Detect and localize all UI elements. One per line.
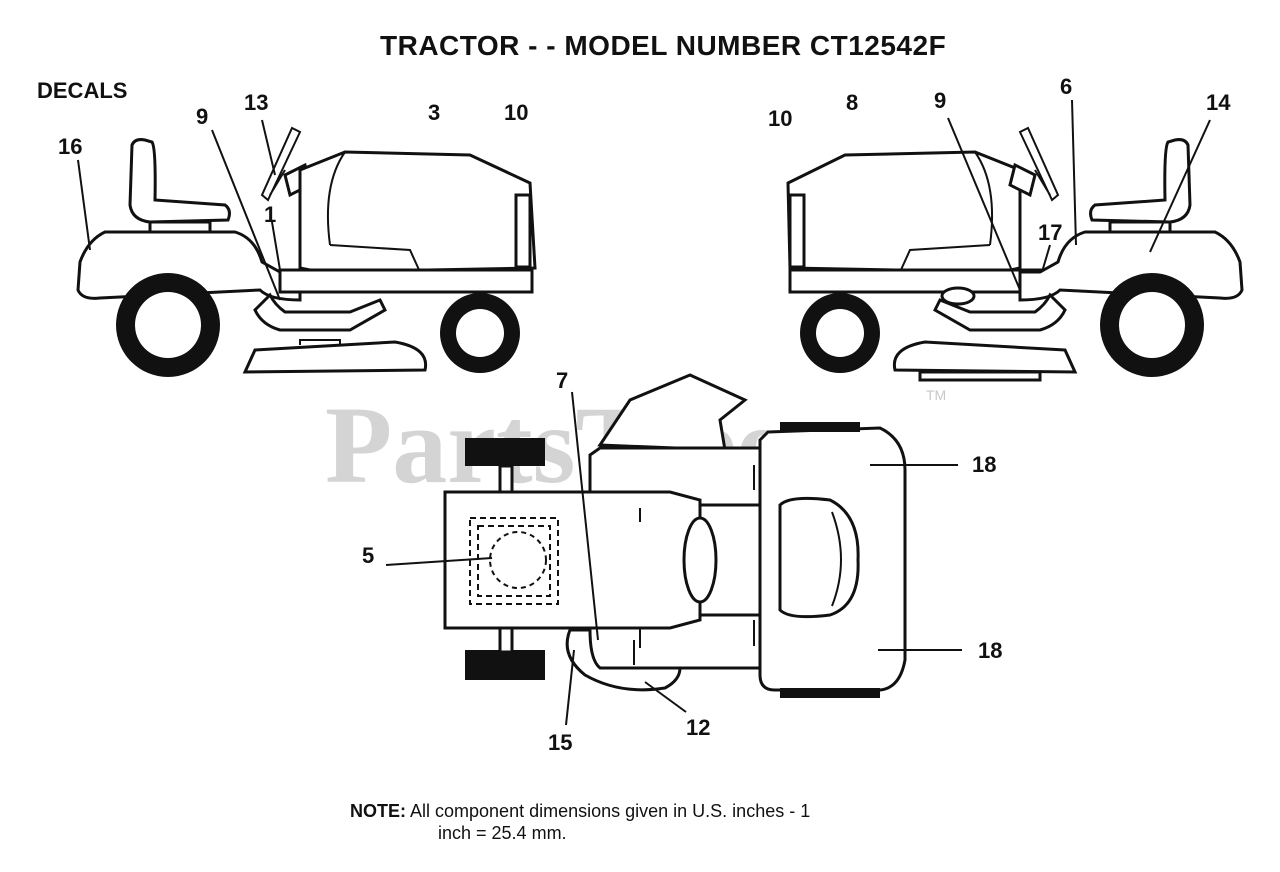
section-label: DECALS <box>37 78 128 103</box>
callout-9-left: 9 <box>196 104 208 129</box>
leader-17 <box>1041 244 1051 273</box>
callout-14: 14 <box>1206 90 1231 115</box>
leader-13 <box>261 119 276 176</box>
callout-5: 5 <box>362 543 374 568</box>
note-label: NOTE: <box>350 801 406 821</box>
callout-7: 7 <box>556 368 568 393</box>
top-air-filter-outline <box>489 531 547 589</box>
right-view-leaders <box>947 99 1211 291</box>
top-engine-inner <box>477 525 551 597</box>
callout-1: 1 <box>264 202 276 227</box>
right-grille <box>788 193 806 269</box>
leader-15 <box>565 649 575 726</box>
dimension-note: NOTE: All component dimensions given in … <box>350 800 810 844</box>
right-mower-deck <box>892 340 1078 374</box>
left-mower-deck <box>242 340 428 374</box>
leader-5 <box>385 557 493 566</box>
right-rear-fender <box>1018 230 1244 302</box>
callout-6: 6 <box>1060 74 1072 99</box>
callout-10-left: 10 <box>504 100 528 125</box>
watermark-trademark: TM <box>926 387 946 403</box>
right-footrest <box>933 292 1067 332</box>
left-chassis <box>278 268 534 294</box>
right-hood-seam <box>974 151 994 246</box>
top-steering-wheel <box>682 516 718 604</box>
left-front-hub <box>456 309 504 357</box>
right-seat <box>1089 138 1192 224</box>
callout-9-right: 9 <box>934 88 946 113</box>
top-axle-lower <box>498 626 514 654</box>
leader-1 <box>271 221 281 271</box>
left-view-leaders <box>77 119 281 301</box>
leader-7 <box>571 391 599 641</box>
callout-10-right: 10 <box>768 106 792 131</box>
callout-16: 16 <box>58 134 82 159</box>
leader-9-left <box>211 129 281 301</box>
left-footrest <box>253 292 387 332</box>
left-grille <box>514 193 532 269</box>
diagram-title: TRACTOR - - MODEL NUMBER CT12542F <box>380 30 947 61</box>
leader-6 <box>1071 99 1077 246</box>
top-rear-tire-lower <box>780 688 880 698</box>
left-side-view-tractor <box>76 126 537 377</box>
right-deck-skirt <box>918 370 1042 382</box>
callout-3: 3 <box>428 100 440 125</box>
leader-16 <box>77 159 91 251</box>
top-engine-outline <box>469 517 559 605</box>
callout-18-upper: 18 <box>972 452 996 477</box>
top-axle-upper <box>498 464 514 494</box>
top-discharge-chute <box>565 628 682 692</box>
callout-13: 13 <box>244 90 268 115</box>
callout-12: 12 <box>686 715 710 740</box>
left-hood-seam <box>326 151 346 246</box>
callout-15: 15 <box>548 730 572 755</box>
right-steering-column <box>1008 162 1037 198</box>
top-rear-tire-upper <box>780 422 860 432</box>
top-view-tractor <box>443 373 907 698</box>
right-steering-wheel <box>1018 126 1060 202</box>
left-seat <box>128 138 231 224</box>
right-lever-knob <box>940 286 976 306</box>
left-rear-hub <box>135 292 201 358</box>
top-seat-back-line <box>831 511 842 607</box>
callout-18-lower: 18 <box>978 638 1002 663</box>
leader-12 <box>644 681 687 713</box>
left-deck-mount <box>299 339 341 345</box>
right-front-hub <box>816 309 864 357</box>
top-view-leaders <box>385 391 962 726</box>
right-side-view-tractor <box>786 126 1244 382</box>
leader-9-right <box>947 117 1021 291</box>
note-line-2: inch = 25.4 mm. <box>438 823 567 843</box>
top-hood <box>443 490 702 630</box>
top-front-wheel-lower <box>465 650 545 680</box>
left-side-panel-line <box>329 244 421 273</box>
left-steering-wheel <box>260 126 302 202</box>
note-line-1: All component dimensions given in U.S. i… <box>410 801 811 821</box>
right-rear-hub <box>1119 292 1185 358</box>
leader-14 <box>1149 119 1211 253</box>
callout-17: 17 <box>1038 220 1062 245</box>
right-side-panel-line <box>899 244 991 273</box>
callout-8: 8 <box>846 90 858 115</box>
right-chassis <box>788 268 1044 294</box>
top-seat-cushion <box>778 496 860 619</box>
top-front-wheel-upper <box>465 438 545 466</box>
